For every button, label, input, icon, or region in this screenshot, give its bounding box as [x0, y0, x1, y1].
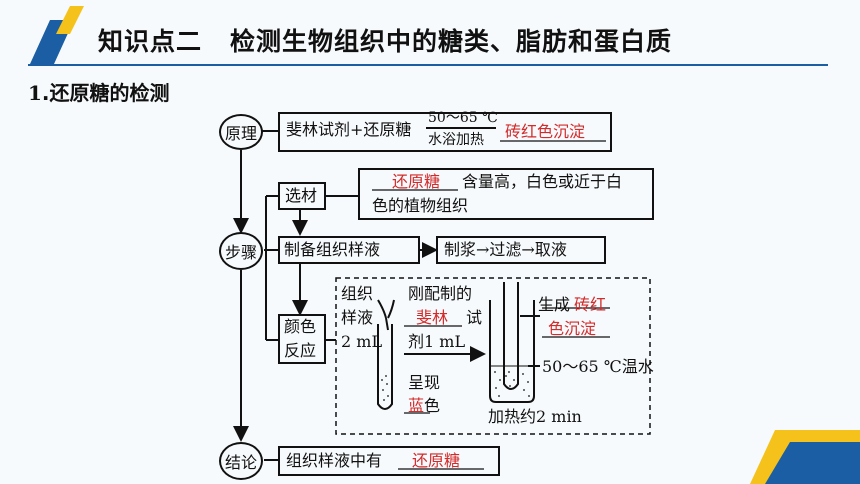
section-number: 1 — [28, 81, 42, 105]
page-title: 知识点二检测生物组织中的糖类、脂肪和蛋白质 — [98, 22, 672, 58]
title-divider — [28, 64, 828, 66]
sample-volume: 2 mL — [341, 332, 383, 351]
header-decoration — [30, 6, 84, 64]
result-answer1: 砖红 — [574, 295, 607, 314]
title-part1: 知识点二 — [98, 27, 203, 56]
sample-label2: 样液 — [341, 308, 374, 327]
liquid-dots — [381, 371, 530, 401]
conclusion-label: 结论 — [224, 453, 257, 472]
select-detail-box — [358, 168, 654, 220]
result-prefix: 生成 — [538, 295, 571, 314]
heating-time-label: 加热约2 min — [488, 407, 582, 426]
principle-reagents: 斐林试剂+还原糖 — [286, 120, 412, 139]
corner-decoration — [750, 430, 860, 484]
principle-answer: 砖红色沉淀 — [505, 122, 586, 141]
sample-label1: 组织 — [341, 284, 374, 303]
conclusion-text: 组织样液中有 — [286, 451, 383, 470]
principle-label: 原理 — [224, 124, 257, 143]
result-answer2: 色沉淀 — [548, 319, 597, 338]
select-label: 选材 — [285, 186, 318, 205]
principle-temperature: 50～65 ℃ — [428, 110, 498, 126]
select-answer: 还原糖 — [392, 172, 441, 191]
principle-oval: 原理 — [219, 114, 263, 150]
reagent-answer: 斐林 — [416, 308, 449, 327]
steps-label: 步骤 — [224, 243, 257, 262]
prep-box — [278, 236, 420, 264]
color-reaction-box — [278, 314, 326, 364]
reagent-text2: 试 — [466, 308, 483, 327]
principle-box — [278, 112, 612, 152]
color-reaction-label2: 反应 — [284, 341, 317, 360]
steps-oval: 步骤 — [219, 232, 263, 270]
show-suffix: 色 — [424, 396, 441, 415]
prep-detail: 制浆→过滤→取液 — [444, 240, 567, 259]
reagent-volume: 剂1 mL — [408, 332, 466, 351]
principle-water-bath: 水浴加热 — [428, 132, 484, 148]
color-reaction-label1: 颜色 — [284, 317, 317, 336]
select-text-line1: 含量高，白色或近于白 — [462, 172, 623, 191]
title-part2: 检测生物组织中的糖类、脂肪和蛋白质 — [230, 27, 673, 56]
conclusion-box — [278, 446, 500, 476]
select-box — [278, 182, 326, 210]
section-heading: 1.还原糖的检测 — [28, 77, 170, 106]
reagent-text1: 刚配制的 — [408, 284, 473, 303]
show-answer: 蓝 — [408, 396, 425, 415]
select-text-line2: 色的植物组织 — [372, 196, 469, 215]
yellow-parallelogram — [56, 6, 84, 34]
blue-corner — [765, 442, 860, 484]
conclusion-oval: 结论 — [219, 442, 263, 480]
show-label: 呈现 — [408, 373, 441, 392]
prep-label: 制备组织样液 — [284, 240, 381, 259]
conclusion-answer: 还原糖 — [412, 451, 461, 470]
water-bath-label: 50～65 ℃温水 — [542, 357, 654, 376]
section-title: .还原糖的检测 — [41, 81, 170, 105]
prep-detail-box — [436, 236, 606, 264]
